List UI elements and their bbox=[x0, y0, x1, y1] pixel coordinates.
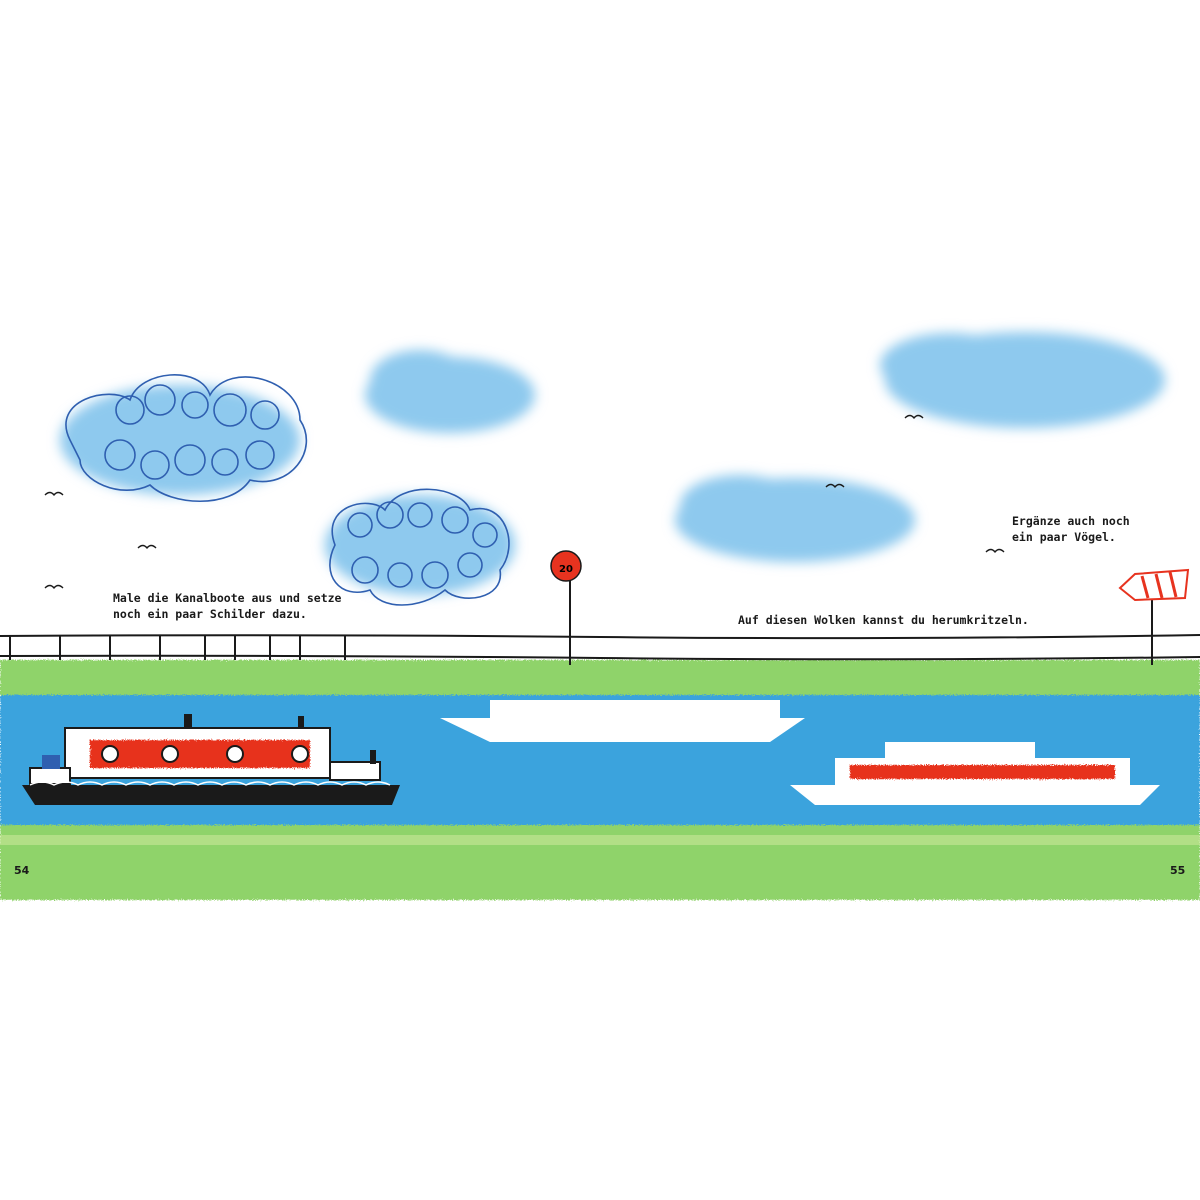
page-number-right: 55 bbox=[1170, 864, 1186, 877]
caption-left-line2: noch ein paar Schilder dazu. bbox=[113, 607, 307, 621]
page-number-left: 54 bbox=[14, 864, 30, 877]
windsock-icon bbox=[1118, 568, 1190, 665]
caption-right: Ergänze auch noch ein paar Vögel. bbox=[1012, 513, 1130, 545]
blank-boat-top bbox=[440, 700, 805, 742]
caption-center: Auf diesen Wolken kannst du herumkritzel… bbox=[738, 612, 1029, 628]
blank-boat-right bbox=[790, 742, 1160, 805]
canal-boat-icon bbox=[22, 714, 400, 805]
caption-center-text: Auf diesen Wolken kannst du herumkritzel… bbox=[738, 613, 1029, 627]
fence-icon bbox=[0, 634, 1200, 661]
speed-limit-label: 20 bbox=[559, 564, 573, 575]
caption-left: Male die Kanalboote aus und setze noch e… bbox=[113, 590, 341, 622]
speed-sign-icon bbox=[550, 550, 582, 665]
scribble-cloud-center bbox=[325, 488, 515, 606]
scribble-cloud-left bbox=[60, 374, 308, 503]
caption-right-line1: Ergänze auch noch bbox=[1012, 514, 1130, 528]
caption-right-line2: ein paar Vögel. bbox=[1012, 530, 1116, 544]
bird-icon bbox=[44, 414, 1005, 590]
caption-left-line1: Male die Kanalboote aus und setze bbox=[113, 591, 342, 605]
sign-number: 20 bbox=[551, 559, 581, 577]
cloud-icon bbox=[365, 332, 1165, 562]
